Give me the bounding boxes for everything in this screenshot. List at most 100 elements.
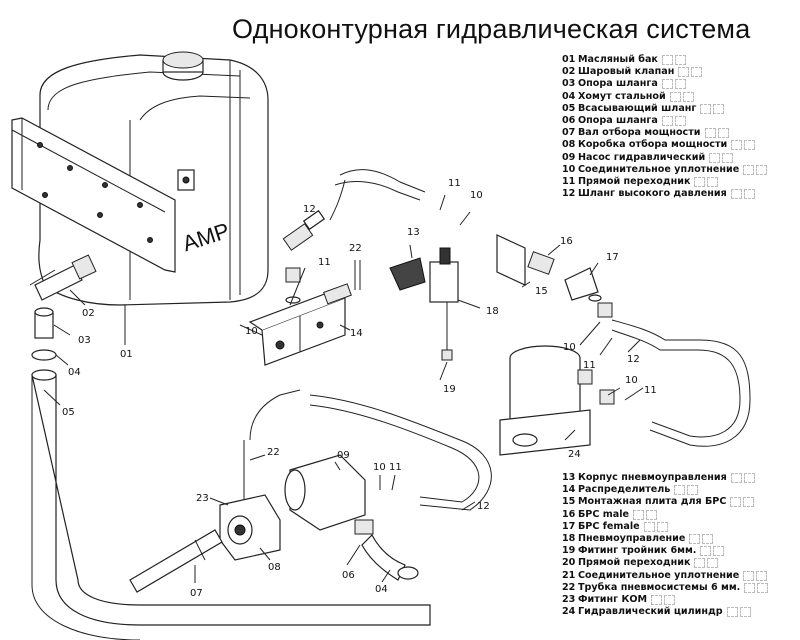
legend-marker-icon (731, 140, 743, 151)
legend-item-label: Прямой переходник (578, 175, 691, 187)
callout-04-pump: 04 (375, 584, 388, 595)
legend-marker-icon (694, 558, 706, 569)
legend-item-number: 06 (562, 114, 576, 126)
air-line (243, 260, 361, 500)
legend-marker-icon (661, 116, 673, 127)
legend-marker-icon (713, 546, 725, 557)
legend-item-number: 11 (562, 175, 576, 187)
legend-marker-icon (707, 558, 719, 569)
callout-15: 15 (535, 286, 548, 297)
callout-03: 03 (78, 335, 91, 346)
legend-marker-icon (707, 176, 719, 187)
legend-item-label: БРС female (578, 520, 640, 532)
callout-12-pump: 12 (477, 501, 490, 512)
callout-11-right: 11 (583, 360, 596, 371)
legend-marker-icon (656, 521, 668, 532)
callout-17: 17 (606, 252, 619, 263)
legend-marker-icon (678, 67, 690, 78)
valve-fittings (282, 209, 326, 304)
oil-tank (38, 51, 269, 306)
legend-item-number: 24 (562, 606, 576, 618)
legend-marker-icon (743, 497, 755, 508)
legend-marker-icon (689, 534, 701, 545)
legend-marker-icon (674, 55, 686, 66)
tank-bracket (11, 117, 176, 273)
legend-item-number: 12 (562, 188, 576, 200)
callout-06: 06 (342, 570, 355, 581)
callout-22-bottom: 22 (267, 447, 280, 458)
legend-marker-icon (730, 473, 742, 484)
legend-item-label: Пневмоуправление (578, 532, 686, 544)
legend-item-number: 04 (562, 90, 576, 102)
legend-item-number: 14 (562, 484, 576, 496)
callout-18: 18 (486, 306, 499, 317)
callout-02: 02 (82, 308, 95, 319)
legend-item-label: Распределитель (578, 484, 671, 496)
callout-23: 23 (196, 493, 209, 504)
legend-marker-icon (743, 570, 755, 581)
legend-marker-icon (661, 79, 673, 90)
legend-marker-icon (700, 546, 712, 557)
legend-item-label: Масляный бак (578, 54, 658, 65)
legend-item-label: Опора шланга (578, 78, 658, 90)
callout-07: 07 (190, 588, 203, 599)
legend-marker-icon (687, 485, 699, 496)
callout-labels: 01 02 03 04 05 06 07 08 09 10 10 10 10 1… (62, 178, 657, 599)
callout-05: 05 (62, 407, 75, 418)
legend-marker-icon (743, 473, 755, 484)
legend-item-number: 05 (562, 102, 576, 114)
legend-item-number: 08 (562, 139, 576, 151)
legend-marker-icon (633, 509, 644, 520)
pneumatic-control (389, 247, 459, 361)
legend-item-number: 20 (562, 557, 576, 569)
legend-item-number: 21 (562, 569, 576, 581)
legend-marker-icon (722, 152, 734, 163)
legend-item-label: Всасывающий шланг (578, 102, 697, 114)
pump-suction-fittings (354, 519, 419, 581)
legend-item-label: Гидравлический цилиндр (578, 606, 723, 618)
legend-marker-icon (643, 521, 655, 532)
legend-item-number: 01 (562, 54, 576, 65)
legend-item-label: Хомут стальной (578, 90, 666, 102)
diagram-title: Одноконтурная гидравлическая система (232, 14, 751, 44)
legend-marker-icon (757, 582, 769, 593)
legend-item-number: 10 (562, 163, 576, 175)
high-pressure-hoses (309, 169, 751, 511)
legend-marker-icon (739, 607, 751, 618)
ball-valve (29, 254, 97, 301)
callout-11-pump: 11 (389, 462, 402, 473)
callout-13: 13 (407, 227, 420, 238)
legend-marker-icon (743, 164, 755, 175)
legend-marker-icon (661, 55, 673, 66)
legend-marker-icon (646, 509, 657, 520)
legend-marker-icon (669, 91, 681, 102)
legend-marker-icon (700, 103, 712, 114)
legend-marker-icon (756, 570, 768, 581)
legend-item-label: Шланг высокого давления (578, 188, 727, 200)
legend-item-number: 16 (562, 508, 576, 520)
callout-11-valve: 11 (318, 257, 331, 268)
legend-marker-icon (756, 164, 768, 175)
legend-item-label: Коробка отбора мощности (578, 139, 728, 151)
callout-04-tank: 04 (68, 367, 81, 378)
callout-12-right: 12 (627, 354, 640, 365)
callout-12-valve: 12 (303, 204, 316, 215)
legend-item-number: 17 (562, 520, 576, 532)
suction-line (31, 307, 431, 640)
legend-marker-icon (682, 91, 694, 102)
